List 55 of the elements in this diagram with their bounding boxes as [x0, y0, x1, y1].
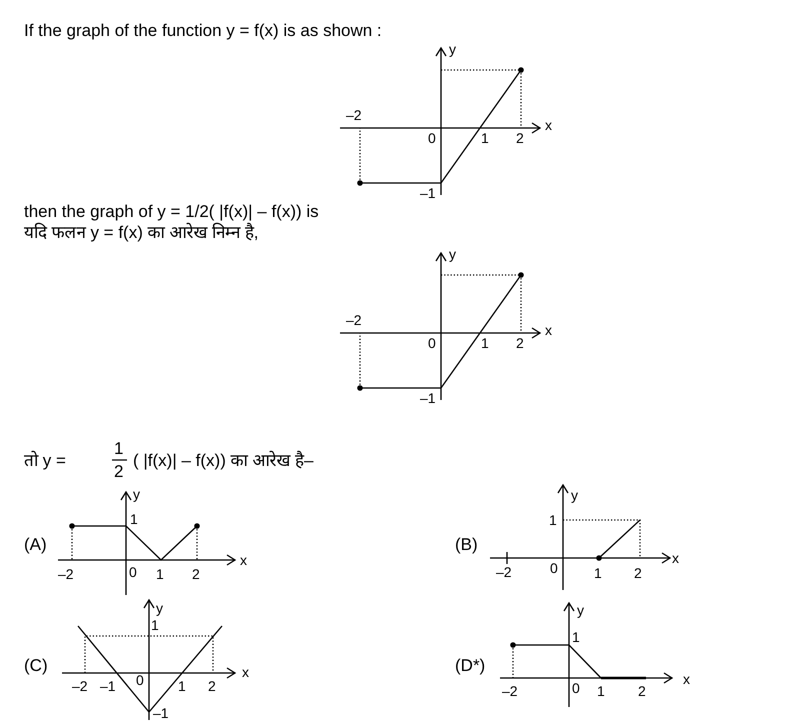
tick-label: 1 — [151, 618, 159, 632]
tick-label: 0 — [428, 336, 436, 350]
tick-label: 2 — [192, 567, 200, 581]
tick-label: 1 — [156, 567, 164, 581]
tick-label: –2 — [502, 684, 518, 698]
option-label: (D*) — [455, 657, 486, 674]
option-label: (C) — [24, 657, 48, 674]
axis-label: y — [577, 603, 584, 617]
tick-label: 0 — [572, 681, 580, 695]
axis-label: x — [672, 551, 679, 565]
question-text: तो y = — [24, 452, 66, 469]
axis-label: y — [449, 42, 456, 56]
tick-label: 1 — [481, 336, 489, 350]
axis-label: x — [545, 118, 552, 132]
tick-label: 2 — [516, 131, 524, 145]
tick-label: 1 — [481, 131, 489, 145]
option-label: (B) — [455, 536, 478, 553]
option-label: (A) — [24, 536, 47, 553]
tick-label: 1 — [549, 513, 557, 527]
tick-label: 2 — [208, 679, 216, 693]
question-text: If the graph of the function y = f(x) is as shown : — [24, 22, 382, 39]
tick-label: –2 — [346, 108, 362, 122]
tick-label: 0 — [550, 561, 558, 575]
axis-label: y — [133, 487, 140, 501]
tick-label: 1 — [597, 684, 605, 698]
tick-label: 0 — [428, 131, 436, 145]
tick-label: –1 — [153, 706, 169, 720]
tick-label: 1 — [594, 566, 602, 580]
tick-label: –2 — [72, 679, 88, 693]
fraction-numerator: 1 — [114, 440, 124, 457]
tick-label: 0 — [129, 565, 137, 579]
tick-label: –2 — [346, 313, 362, 327]
tick-label: –1 — [420, 186, 436, 200]
tick-label: 2 — [516, 336, 524, 350]
axis-label: x — [240, 553, 247, 567]
axis-label: x — [242, 665, 249, 679]
tick-label: –1 — [420, 391, 436, 405]
question-text: यदि फलन y = f(x) का आरेख निम्न है, — [24, 224, 258, 241]
axis-label: y — [156, 601, 163, 615]
tick-label: 2 — [634, 566, 642, 580]
tick-label: –2 — [58, 567, 74, 581]
axis-label: x — [545, 323, 552, 337]
tick-label: 1 — [178, 679, 186, 693]
tick-label: 0 — [136, 673, 144, 687]
tick-label: 1 — [572, 630, 580, 644]
question-text: ( |f(x)| – f(x)) का आरेख है– — [133, 452, 314, 469]
axis-label: y — [571, 488, 578, 502]
question-text: then the graph of y = 1/2( |f(x)| – f(x)) is — [24, 203, 319, 220]
tick-label: –2 — [496, 565, 512, 579]
tick-label: 2 — [638, 684, 646, 698]
fraction-denominator: 2 — [114, 463, 124, 480]
tick-label: 1 — [130, 512, 138, 526]
axis-label: y — [449, 247, 456, 261]
axis-label: x — [683, 672, 690, 686]
tick-label: –1 — [100, 679, 116, 693]
